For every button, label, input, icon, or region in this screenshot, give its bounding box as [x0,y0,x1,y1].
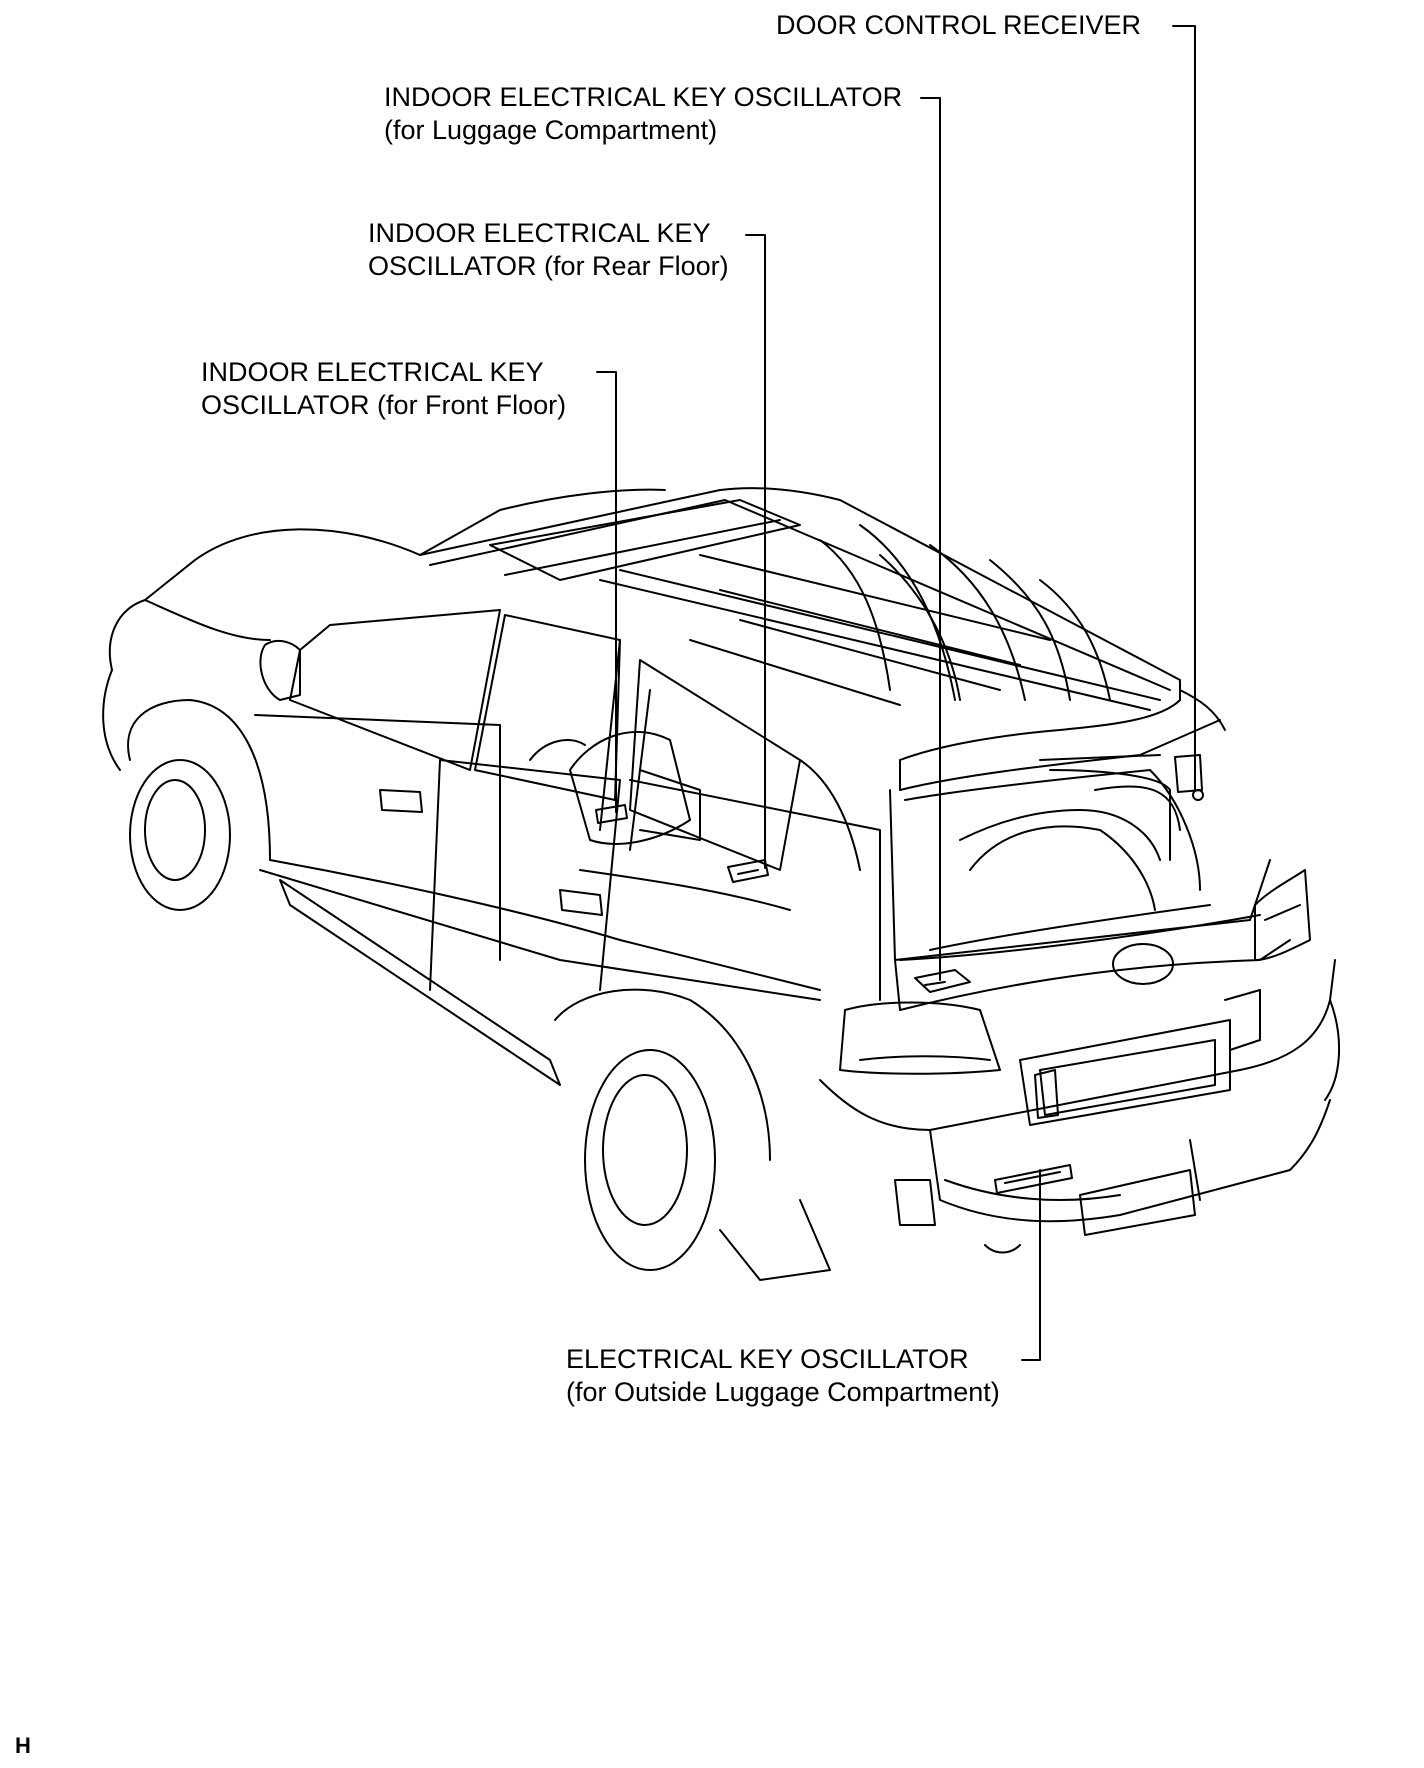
vehicle-body [102,487,1340,1281]
label-front-line2: OSCILLATOR (for Front Floor) [201,390,567,420]
label-outside-luggage-oscillator: ELECTRICAL KEY OSCILLATOR (for Outside L… [566,1343,1000,1409]
leader-line-luggage [920,97,941,981]
leader-lines [596,25,1196,1361]
label-luggage-line2: (for Luggage Compartment) [384,115,718,145]
label-door-control-receiver-line1: DOOR CONTROL RECEIVER [776,10,1142,40]
label-rear-floor-oscillator: INDOOR ELECTRICAL KEY OSCILLATOR (for Re… [368,217,729,283]
label-outside-line2: (for Outside Luggage Compartment) [566,1377,1000,1407]
label-front-line1: INDOOR ELECTRICAL KEY [201,357,544,387]
leader-line-outside [1021,1169,1041,1361]
label-outside-line1: ELECTRICAL KEY OSCILLATOR [566,1344,969,1374]
component-shapes [595,754,1204,1194]
leader-line-rear-floor [745,234,766,869]
leader-line-door-control-receiver [1172,25,1196,791]
label-luggage-compartment-oscillator: INDOOR ELECTRICAL KEY OSCILLATOR (for Lu… [384,81,902,147]
label-rear-line2: OSCILLATOR (for Rear Floor) [368,251,729,281]
label-luggage-line1: INDOOR ELECTRICAL KEY OSCILLATOR [384,82,903,112]
label-rear-line1: INDOOR ELECTRICAL KEY [368,218,711,248]
label-front-floor-oscillator: INDOOR ELECTRICAL KEY OSCILLATOR (for Fr… [201,356,566,422]
label-door-control-receiver: DOOR CONTROL RECEIVER [776,9,1141,42]
leader-line-front-floor [596,371,617,813]
footer-code: H [15,1733,31,1758]
